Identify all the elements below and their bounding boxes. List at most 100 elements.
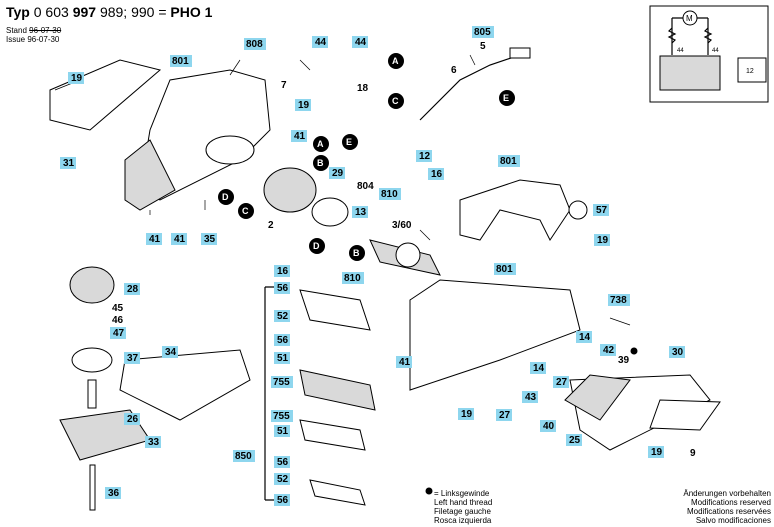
left-hand-thread-bullet xyxy=(425,487,433,495)
plug xyxy=(509,47,531,59)
svg-text:27: 27 xyxy=(499,410,511,421)
svg-text:56: 56 xyxy=(277,495,289,506)
svg-text:2: 2 xyxy=(268,220,274,231)
svg-text:801: 801 xyxy=(172,56,189,67)
svg-text:755: 755 xyxy=(273,411,290,422)
svg-text:47: 47 xyxy=(113,328,125,339)
svg-text:D: D xyxy=(222,192,229,202)
header-title: Typ 0 603 997 989; 990 = PHO 1 xyxy=(6,4,213,20)
wiring-schematic: M 44 44 12 xyxy=(649,5,769,103)
svg-text:19: 19 xyxy=(461,409,473,420)
svg-text:6: 6 xyxy=(451,65,457,76)
svg-text:E: E xyxy=(346,137,352,147)
svg-text:19: 19 xyxy=(651,447,663,458)
svg-text:755: 755 xyxy=(273,377,290,388)
callout-b2: B xyxy=(349,245,365,261)
svg-text:35: 35 xyxy=(204,234,216,245)
svg-text:44: 44 xyxy=(712,48,719,54)
part-labels: 19 31 801 808 44 44 805 5 6 7 19 41 18 1… xyxy=(60,26,696,506)
svg-text:3/60: 3/60 xyxy=(392,220,412,231)
svg-text:56: 56 xyxy=(277,457,289,468)
svg-text:A: A xyxy=(392,56,399,66)
svg-text:37: 37 xyxy=(127,353,139,364)
svg-text:42: 42 xyxy=(603,345,615,356)
callout-e: E xyxy=(342,134,358,150)
svg-text:25: 25 xyxy=(569,435,581,446)
svg-text:30: 30 xyxy=(672,347,684,358)
svg-text:M: M xyxy=(686,14,693,23)
svg-text:804: 804 xyxy=(357,181,374,192)
stand-line: Stand 96-07-30 xyxy=(6,26,62,35)
svg-text:810: 810 xyxy=(381,189,398,200)
svg-text:39: 39 xyxy=(618,355,630,366)
svg-text:16: 16 xyxy=(431,169,443,180)
svg-text:13: 13 xyxy=(355,207,367,218)
svg-text:805: 805 xyxy=(474,27,491,38)
callout-e2: E xyxy=(499,90,515,106)
svg-text:14: 14 xyxy=(533,363,545,374)
svg-text:41: 41 xyxy=(399,357,411,368)
issue-line: Issue 96-07-30 xyxy=(6,35,60,44)
svg-text:41: 41 xyxy=(294,131,306,142)
svg-text:19: 19 xyxy=(71,73,83,84)
svg-text:41: 41 xyxy=(174,234,186,245)
svg-text:41: 41 xyxy=(149,234,161,245)
svg-text:801: 801 xyxy=(500,156,517,167)
svg-text:33: 33 xyxy=(148,437,160,448)
svg-text:43: 43 xyxy=(525,392,537,403)
svg-text:801: 801 xyxy=(496,264,513,275)
svg-text:46: 46 xyxy=(112,315,124,326)
svg-text:14: 14 xyxy=(579,332,591,343)
svg-text:12: 12 xyxy=(746,68,754,75)
svg-text:C: C xyxy=(242,206,249,216)
callout-a2: A xyxy=(313,136,329,152)
svg-text:44: 44 xyxy=(677,48,684,54)
power-cable xyxy=(419,54,521,121)
modification-notes: Änderungen vorbehalten Modifications res… xyxy=(683,489,771,525)
svg-text:34: 34 xyxy=(165,347,177,358)
thread-notes: = Linksgewinde Left hand thread Filetage… xyxy=(434,489,493,525)
motor xyxy=(263,167,441,276)
svg-text:19: 19 xyxy=(597,235,609,246)
svg-text:A: A xyxy=(317,139,324,149)
callout-d2: D xyxy=(309,238,325,254)
svg-text:18: 18 xyxy=(357,83,369,94)
callout-a: A xyxy=(388,53,404,69)
svg-text:E: E xyxy=(503,93,509,103)
svg-text:738: 738 xyxy=(610,295,627,306)
svg-text:810: 810 xyxy=(344,273,361,284)
svg-text:12: 12 xyxy=(419,151,431,162)
svg-text:56: 56 xyxy=(277,335,289,346)
svg-text:26: 26 xyxy=(127,414,139,425)
svg-text:52: 52 xyxy=(277,311,289,322)
svg-text:52: 52 xyxy=(277,474,289,485)
svg-text:36: 36 xyxy=(108,488,120,499)
left-hand-thread-marker xyxy=(630,347,638,355)
handle xyxy=(459,179,588,241)
svg-text:19: 19 xyxy=(298,100,310,111)
svg-text:57: 57 xyxy=(596,205,608,216)
planer-base xyxy=(59,279,721,506)
svg-text:808: 808 xyxy=(246,39,263,50)
svg-text:5: 5 xyxy=(480,41,486,52)
svg-text:45: 45 xyxy=(112,303,124,314)
svg-text:7: 7 xyxy=(281,80,287,91)
svg-text:28: 28 xyxy=(127,284,139,295)
svg-text:56: 56 xyxy=(277,283,289,294)
svg-text:B: B xyxy=(353,248,360,258)
svg-text:D: D xyxy=(313,241,320,251)
callout-c2: C xyxy=(238,203,254,219)
depth-knob xyxy=(69,266,115,511)
housing xyxy=(49,59,271,211)
svg-text:29: 29 xyxy=(332,168,344,179)
svg-text:44: 44 xyxy=(315,37,327,48)
svg-text:51: 51 xyxy=(277,353,289,364)
svg-text:9: 9 xyxy=(690,448,696,459)
svg-text:44: 44 xyxy=(355,37,367,48)
circle-callouts: A C E E A B D C D B xyxy=(218,53,515,261)
svg-text:31: 31 xyxy=(63,158,75,169)
svg-text:B: B xyxy=(317,158,324,168)
svg-text:40: 40 xyxy=(543,421,555,432)
svg-text:51: 51 xyxy=(277,426,289,437)
